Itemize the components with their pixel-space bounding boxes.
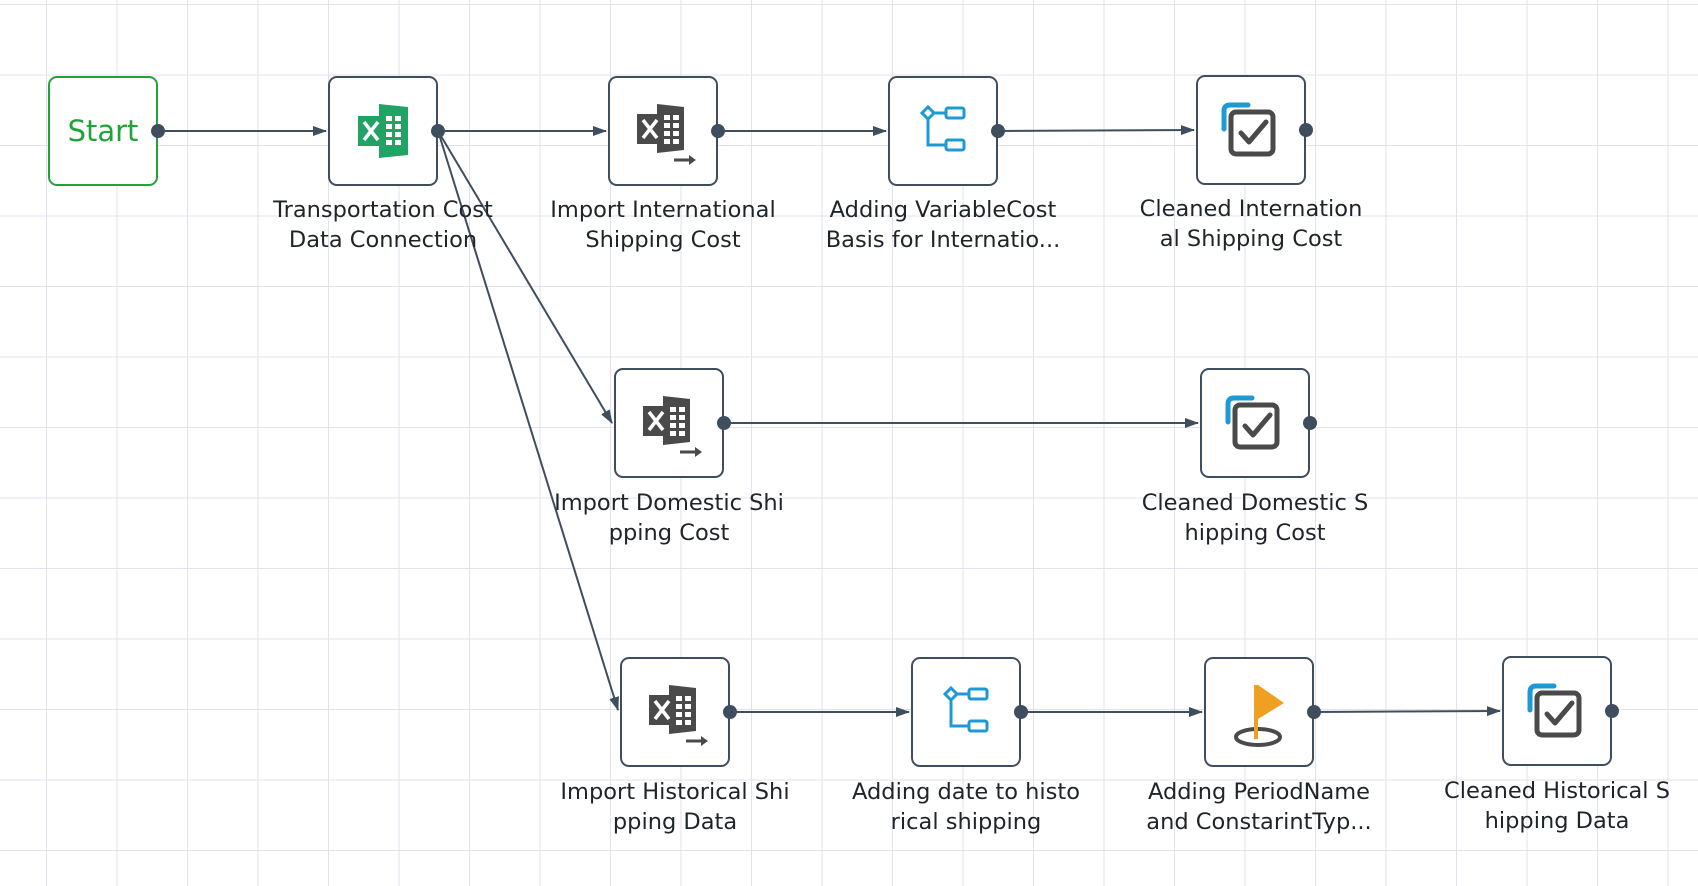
node-label: Cleaned Historical S hipping Data [1444,778,1670,834]
node-import-historical[interactable] [620,657,730,767]
import-historical-output-port[interactable] [723,705,737,719]
node-label: Import International Shipping Cost [550,197,776,253]
period-name-output-port[interactable] [1307,705,1321,719]
flag-target-icon [1234,685,1284,747]
start-output-port[interactable] [151,124,165,138]
node-cleaned-historical[interactable] [1502,656,1612,766]
transform-icon [919,104,966,152]
node-label: Adding date to histo rical shipping [852,779,1080,835]
node-label: Import Historical Shi pping Data [560,779,790,835]
import-international-output-port[interactable] [711,124,725,138]
edge-connection-to-import-domestic [437,130,613,424]
node-import-domestic[interactable] [614,368,724,478]
node-cleaned-international[interactable] [1196,75,1306,185]
node-label: Cleaned Internation al Shipping Cost [1139,196,1363,252]
checkbox-output-icon [1221,102,1276,157]
adding-date-output-port[interactable] [1014,705,1028,719]
import-domestic-output-port[interactable] [717,416,731,430]
excel-connection-icon [358,104,408,158]
node-label: Import Domestic Shi pping Cost [554,490,784,546]
excel-import-icon [649,685,708,746]
start-label: Start [67,114,139,148]
start-node[interactable]: Start [48,76,158,186]
node-label: Adding PeriodName and ConstarintTyp... [1146,779,1372,835]
cleaned-international-output-port[interactable] [1299,123,1313,137]
node-transportation-connection[interactable] [328,76,438,186]
variable-cost-output-port[interactable] [991,124,1005,138]
node-label: Adding VariableCost Basis for Internatio… [825,197,1061,253]
node-label: Cleaned Domestic S hipping Cost [1141,490,1369,546]
excel-import-icon [643,396,702,457]
cleaned-historical-output-port[interactable] [1605,704,1619,718]
node-import-international[interactable] [608,76,718,186]
connection-output-port[interactable] [431,124,445,138]
node-cleaned-domestic[interactable] [1200,368,1310,478]
node-label: Transportation Cost Data Connection [273,197,493,253]
edge-variable-cost-to-cleaned-international [997,125,1195,136]
edge-period-name-to-cleaned-historical [1313,706,1501,717]
excel-import-icon [637,104,696,165]
node-adding-date[interactable] [911,657,1021,767]
edge-connection-to-import-historical [437,130,619,711]
checkbox-output-icon [1527,683,1582,738]
node-adding-period-name[interactable] [1204,657,1314,767]
node-adding-variable-cost[interactable] [888,76,998,186]
transform-icon [942,685,989,733]
checkbox-output-icon [1225,395,1280,450]
cleaned-domestic-output-port[interactable] [1303,416,1317,430]
